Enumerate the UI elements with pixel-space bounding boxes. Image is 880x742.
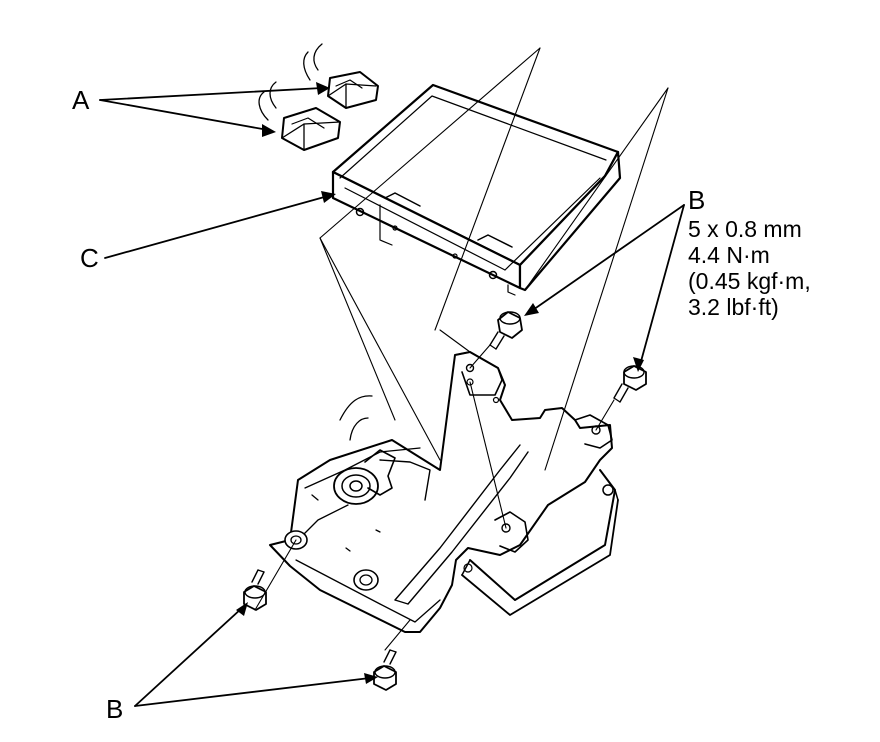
callout-c-label: C bbox=[80, 243, 99, 273]
callout-b-bottom-label: B bbox=[106, 694, 124, 724]
control-unit-c bbox=[331, 83, 622, 296]
callout-b-spec-label: B bbox=[688, 185, 706, 215]
mounting-bracket bbox=[269, 351, 619, 633]
connector-a-upper bbox=[303, 43, 379, 109]
torque-kgf-text: (0.45 kgf·m, bbox=[688, 268, 811, 294]
bolt-b-upper-right bbox=[613, 365, 647, 403]
bolt-b-upper-left bbox=[489, 311, 523, 350]
connector-a-lower bbox=[258, 81, 341, 151]
leader-lines bbox=[99, 87, 685, 707]
torque-lbf-text: 3.2 lbf·ft) bbox=[688, 294, 779, 320]
bolt-b-lower-left bbox=[243, 569, 267, 611]
bolt-size-text: 5 x 0.8 mm bbox=[688, 216, 802, 242]
torque-nm-text: 4.4 N·m bbox=[688, 242, 770, 268]
arrowheads bbox=[236, 82, 644, 684]
bolt-b-specification: B 5 x 0.8 mm 4.4 N·m (0.45 kgf·m, 3.2 lb… bbox=[688, 187, 811, 320]
bolt-b-lower-center bbox=[373, 649, 397, 691]
callout-a-label: A bbox=[72, 85, 90, 115]
alignment-lines bbox=[254, 47, 669, 651]
